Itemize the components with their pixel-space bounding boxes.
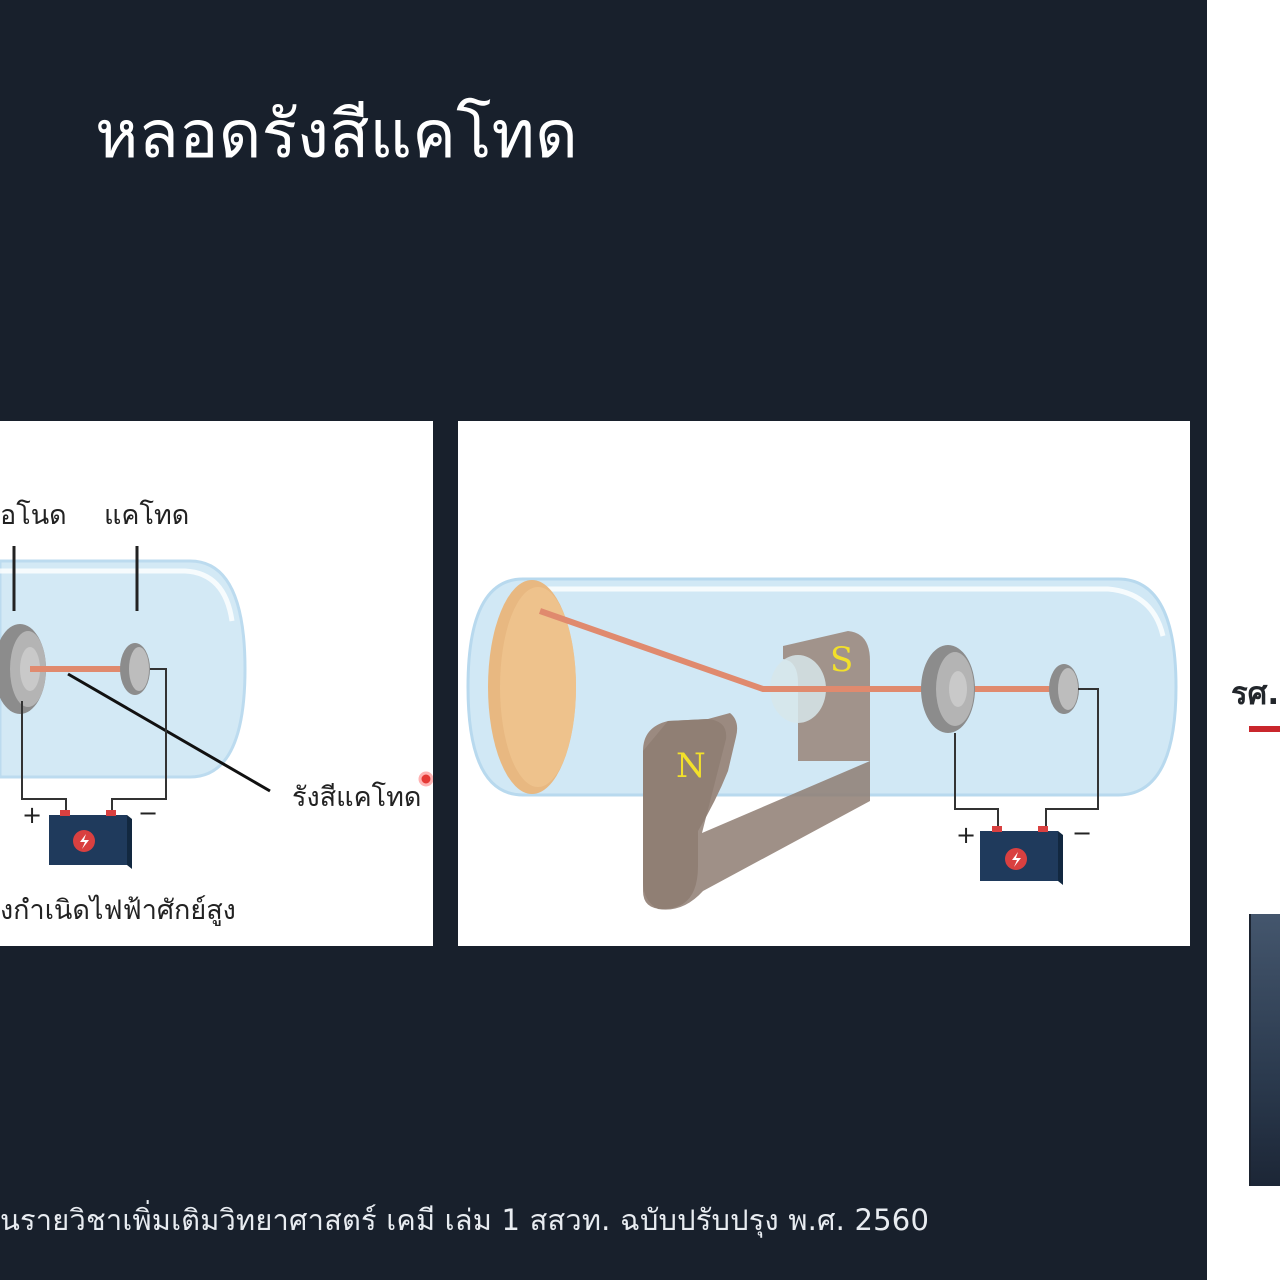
battery-icon [980, 826, 1063, 885]
plus-terminal-label: + [956, 821, 976, 849]
deflected-beam [539, 608, 928, 692]
minus-terminal-label: − [138, 799, 158, 827]
side-photo [1249, 914, 1280, 1186]
cathode-label: แคโทด [104, 500, 189, 531]
side-caption: รศ. [1231, 676, 1280, 712]
slide: หลอดรังสีแคโทด [0, 0, 1207, 1280]
accent-rule [1249, 726, 1280, 732]
adjacent-window: รศ. [1207, 0, 1280, 1280]
north-pole-label: N [676, 746, 706, 786]
generator-label: งกำเนิดไฟฟ้าศักย์สูง [0, 894, 236, 926]
plus-terminal-label: + [22, 801, 42, 829]
laser-pointer-dot [418, 771, 433, 787]
south-pole-label: S [830, 640, 853, 680]
cathode-tube-illustration: อโนด แคโทด รังสีแคโทด + − งกำเนิดไฟฟ้าศั… [0, 500, 433, 926]
magnet-deflection-diagram: S N + − [458, 421, 1190, 946]
anode-label: อโนด [0, 500, 67, 531]
minus-terminal-label: − [1072, 819, 1092, 847]
slide-title: หลอดรังสีแคโทด [95, 96, 578, 173]
battery-icon [49, 810, 132, 869]
cathode-tube-diagram: อโนด แคโทด รังสีแคโทด + − งกำเนิดไฟฟ้าศั… [0, 421, 433, 946]
cathode-ray-label: รังสีแคโทด [292, 782, 421, 813]
source-citation: นรายวิชาเพิ่มเติมวิทยาศาสตร์ เคมี เล่ม 1… [0, 1203, 930, 1237]
magnet-deflection-illustration: S N + − [466, 577, 1178, 910]
